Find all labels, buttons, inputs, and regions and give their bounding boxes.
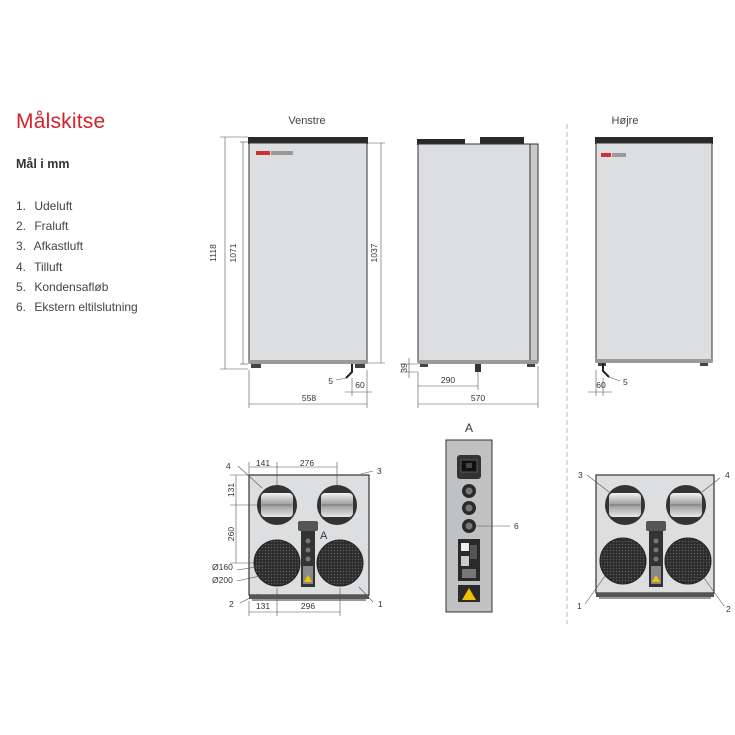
- dim-drain-offset-side: 290: [441, 375, 455, 385]
- units-subtitle: Mål i mm: [16, 157, 70, 171]
- dim-drain-offset-right: 60: [596, 380, 606, 390]
- spigot-udeluft-left: [253, 539, 301, 587]
- callout-3-right: 3: [578, 470, 583, 480]
- dim-drain-offset-left: 60: [355, 380, 365, 390]
- callout-5-left: 5: [328, 376, 333, 386]
- page-title: Målskitse: [16, 110, 106, 133]
- callout-2-right: 2: [726, 604, 731, 614]
- legend-label: Ekstern eltilslutning: [34, 300, 138, 315]
- legend-item: 5. Kondensafløb: [16, 277, 138, 297]
- legend-label: Afkastluft: [33, 239, 84, 254]
- legend-item: 6. Ekstern eltilslutning: [16, 297, 138, 317]
- dim-top-height: 131: [226, 483, 236, 497]
- legend-number: 1.: [16, 199, 27, 213]
- callout-4-left: 4: [226, 461, 231, 471]
- callout-1-left: 1: [378, 599, 383, 609]
- legend-label: Tilluft: [34, 259, 63, 274]
- dim-diameter-inner: Ø160: [212, 562, 233, 572]
- dim-bottom-offset: 131: [256, 601, 270, 611]
- legend-number: 2.: [16, 219, 27, 234]
- front-view-left-dimensions: [220, 136, 385, 408]
- legend-item: 3. Afkastluft: [16, 236, 138, 256]
- dim-diameter-outer: Ø200: [212, 575, 233, 585]
- callout-5-right: 5: [623, 377, 628, 387]
- dim-bottom-distance: 296: [301, 601, 315, 611]
- legend-label: Udeluft: [34, 199, 73, 213]
- view-label-right: Højre: [612, 115, 639, 127]
- legend-number: 4.: [16, 259, 27, 274]
- top-view-right-callout-leaders: [584, 474, 725, 607]
- dim-side-height-left: 1037: [369, 243, 379, 262]
- front-view-right-dimensions: [588, 370, 621, 396]
- spigot-udeluft-right: [599, 537, 647, 585]
- detail-ref-a: A: [320, 530, 328, 542]
- legend-label: Kondensafløb: [34, 279, 109, 294]
- callout-3-left: 3: [377, 466, 382, 476]
- legend-item: 1. Udeluft: [16, 196, 138, 216]
- side-view-dimensions: [400, 358, 539, 408]
- callout-2-left: 2: [229, 599, 234, 609]
- legend-item: 2. Fraluft: [16, 216, 138, 236]
- top-view-left: [248, 474, 370, 601]
- connection-legend: 1. Udeluft 2. Fraluft 3. Afkastluft 4. T…: [16, 196, 138, 317]
- callout-1-right: 1: [577, 601, 582, 611]
- spigot-fraluft-right: [664, 537, 712, 585]
- legend-number: 5.: [16, 279, 27, 294]
- dim-top-spacing: 141: [256, 458, 270, 468]
- dim-vertical-spacing: 260: [226, 527, 236, 541]
- top-view-right: [595, 474, 715, 599]
- detail-title: A: [465, 421, 473, 435]
- legend-item: 4. Tilluft: [16, 257, 138, 277]
- dim-total-height: 1118: [208, 244, 218, 262]
- legend-number: 6.: [16, 300, 27, 315]
- dim-depth: 570: [471, 393, 485, 403]
- view-label-left: Venstre: [288, 115, 325, 127]
- dim-width-left: 558: [302, 393, 316, 403]
- dim-feet-height: 39: [399, 363, 409, 373]
- dim-top-distance: 276: [300, 458, 314, 468]
- spigot-tilluft-left: [316, 539, 364, 587]
- top-view-left-dimensions: [230, 462, 374, 616]
- front-view-left: [248, 137, 368, 379]
- callout-6: 6: [514, 521, 519, 531]
- legend-number: 3.: [16, 239, 27, 254]
- side-view: [417, 137, 539, 372]
- callout-4-right: 4: [725, 470, 730, 480]
- legend-label: Fraluft: [34, 219, 69, 234]
- dim-body-height: 1071: [228, 243, 238, 262]
- front-view-right: [595, 137, 713, 378]
